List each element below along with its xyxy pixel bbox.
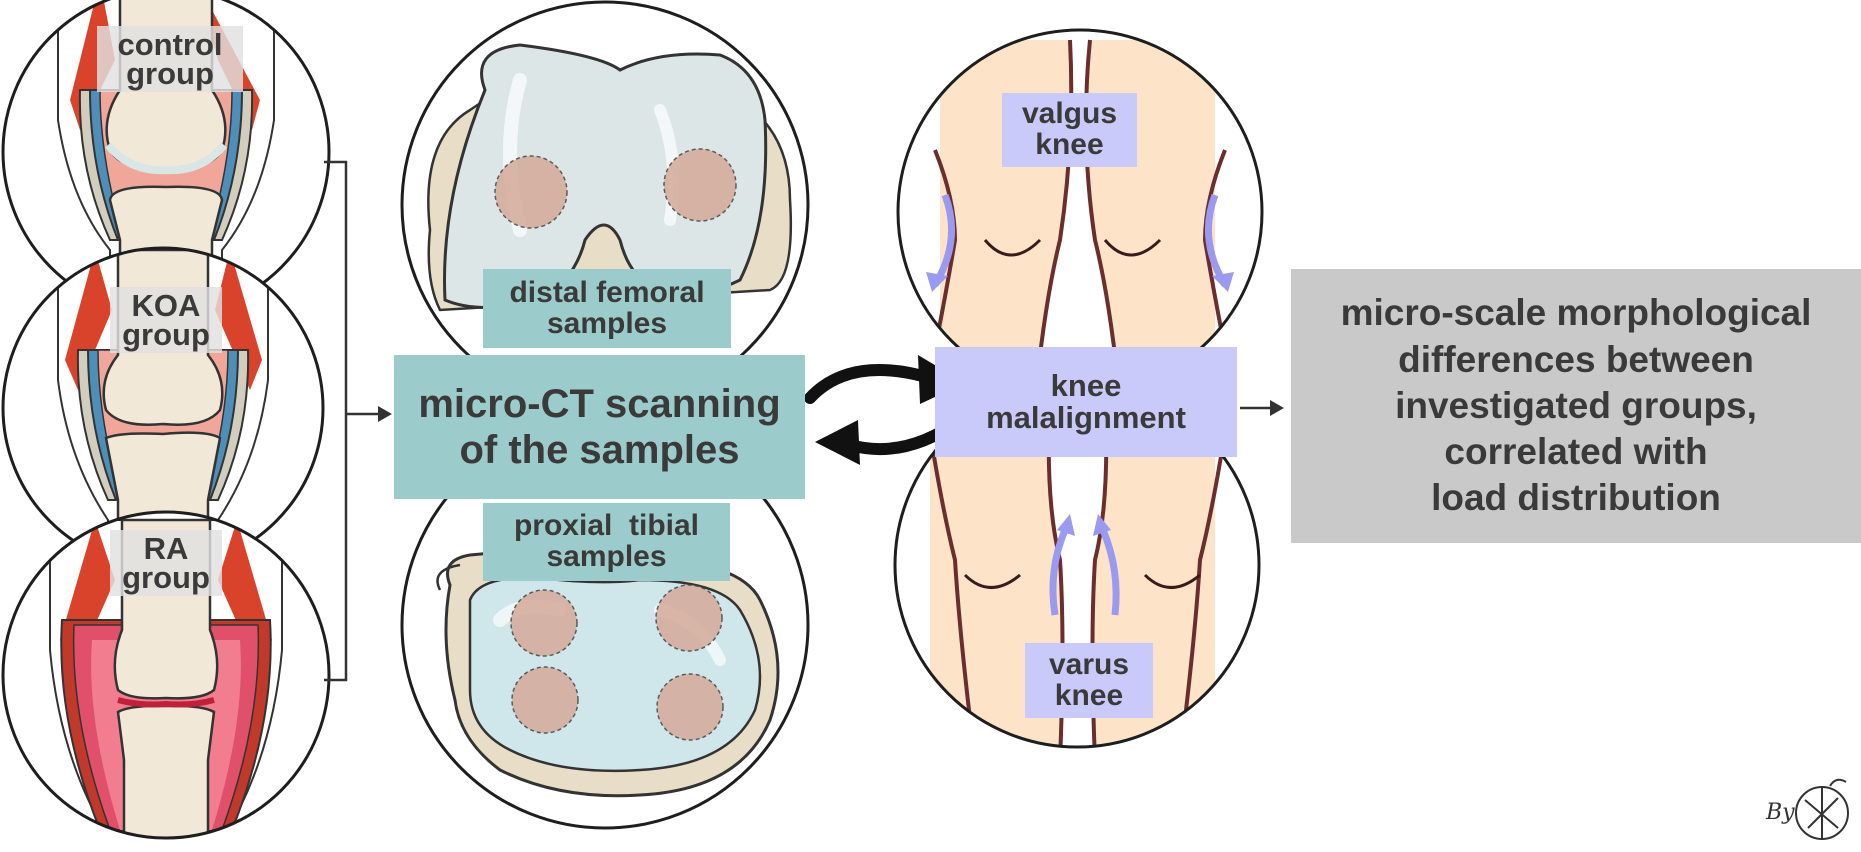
label-line: investigated groups, [1395,384,1757,426]
label-line: micro-scale morphological [1340,292,1812,334]
label-line: samples [546,540,667,573]
label-line: varus [1048,647,1130,681]
control-group-label: control group [97,26,243,92]
label-line: group [126,56,214,91]
ra-group-label: RA group [110,530,222,596]
koa-group-label: KOA group [110,287,222,353]
tibial-samples-label: proxial tibial samples [483,503,730,581]
label-line: RA [143,530,189,566]
femoral-samples-label: distal femoral samples [483,269,731,348]
tibial-sample-site [511,666,579,734]
label-line: knee [1050,368,1122,404]
tibial-sample-site [510,589,578,657]
label-line: malalignment [986,400,1186,435]
knee-malalignment-box: knee malalignment [935,347,1237,457]
ra-joint-illustration [1,510,331,840]
result-box: micro-scale morphological differences be… [1291,269,1861,543]
varus-force-arrow [1049,528,1069,616]
label-line: valgus [1021,97,1118,131]
label-line: group [122,560,210,595]
micro-ct-scanning-box: micro-CT scanning of the samples [394,355,805,499]
label-line: group [122,317,210,352]
valgus-knee-label: valgus knee [1002,93,1137,167]
label-line: correlated with [1444,431,1708,473]
femoral-sample-site [663,148,737,222]
valgus-knee-illustration [896,28,1264,396]
label-line: knee [1054,678,1124,712]
signature-text: By [1766,800,1795,825]
label-line: differences between [1398,338,1754,380]
groups-to-scan-arrowhead [378,406,392,422]
label-line: knee [1035,128,1104,161]
groups-bracket [324,160,380,682]
varus-force-arrow [1099,528,1120,616]
author-logo [1795,778,1849,840]
koa-joint-illustration [1,246,325,570]
varus-knee-label: varus knee [1025,643,1153,718]
femoral-sample-site [494,155,568,229]
tibial-sample-site [656,673,724,741]
label-line: micro-CT scanning [418,382,781,426]
label-line: control [117,26,223,62]
label-line: of the samples [459,428,740,472]
label-line: samples [546,306,668,340]
label-line: load distribution [1431,477,1721,519]
label-line: distal femoral [509,275,705,309]
malalignment-to-result-arrow [1240,400,1284,416]
label-line: KOA [131,287,201,323]
tibial-sample-site [655,584,723,652]
label-line: proxial tibial [513,509,700,543]
